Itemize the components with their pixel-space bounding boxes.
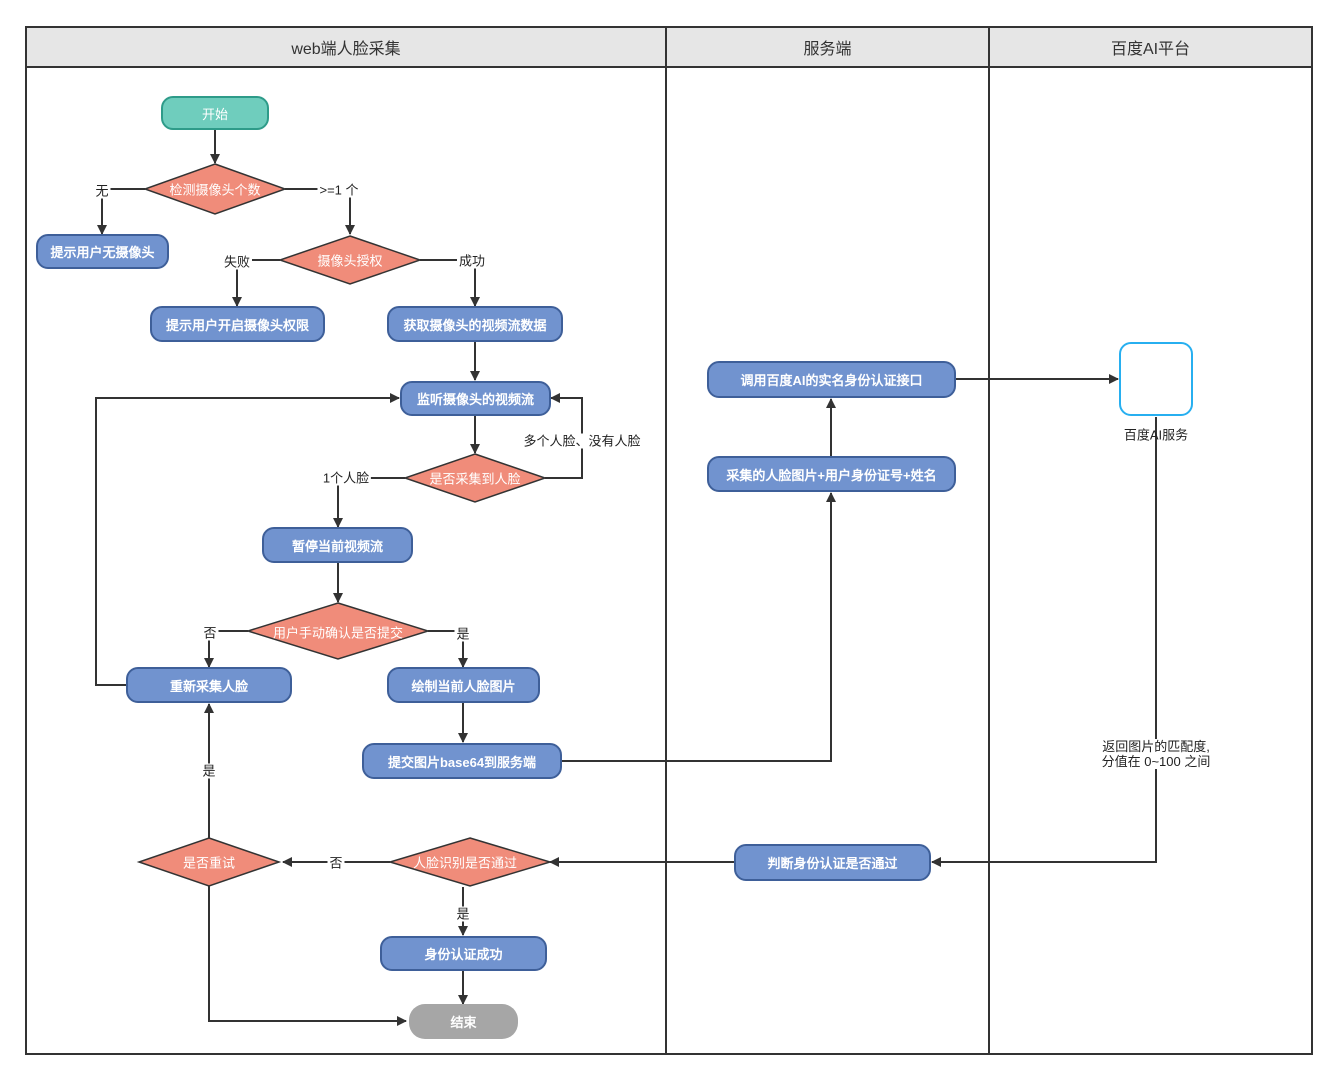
decision-face-pass <box>387 837 553 887</box>
edge-label-match-line1: 返回图片的匹配度, <box>1102 739 1210 754</box>
edge-label-match-line2: 分值在 0~100 之间 <box>1101 754 1211 769</box>
process-judge-pass: 判断身份认证是否通过 <box>734 844 931 881</box>
lane-header-web: web端人脸采集 <box>26 27 666 67</box>
edge-label-yes-submit: 是 <box>454 626 472 642</box>
decision-auth-camera <box>277 235 423 285</box>
process-no-camera: 提示用户无摄像头 <box>36 234 169 269</box>
process-recapture: 重新采集人脸 <box>126 667 292 703</box>
lane-title-web: web端人脸采集 <box>291 41 401 58</box>
lane-header-baidu: 百度AI平台 <box>989 27 1312 67</box>
process-auth-success: 身份认证成功 <box>380 936 547 971</box>
process-enable-permission: 提示用户开启摄像头权限 <box>150 306 325 342</box>
edge-label-no-submit: 否 <box>201 625 219 641</box>
decision-retry <box>136 837 282 887</box>
edge-label-none: 无 <box>93 183 111 199</box>
process-pause-stream: 暂停当前视频流 <box>262 527 413 563</box>
edge-label-match-score: 返回图片的匹配度, 分值在 0~100 之间 <box>1099 739 1213 769</box>
process-submit-base64: 提交图片base64到服务端 <box>362 743 562 779</box>
process-call-api: 调用百度AI的实名身份认证接口 <box>707 361 956 398</box>
edge-label-multi-or-none: 多个人脸、没有人脸 <box>521 433 643 449</box>
process-get-stream: 获取摄像头的视频流数据 <box>387 306 563 342</box>
decision-detect-camera <box>142 163 288 215</box>
baidu-ai-service-label: 百度AI服务 <box>1123 427 1189 443</box>
edge-submit-collect <box>562 492 836 762</box>
edge-label-no-pass: 否 <box>327 855 345 871</box>
decision-label-detect-camera: 检测摄像头个数 <box>169 182 261 198</box>
end-node: 结束 <box>409 1004 518 1039</box>
edge-label-one-face: 1个人脸 <box>320 470 372 486</box>
decision-label-auth-camera: 摄像头授权 <box>317 253 383 269</box>
decision-face-captured <box>402 453 548 503</box>
process-draw-image: 绘制当前人脸图片 <box>387 667 540 703</box>
lane-header-server: 服务端 <box>666 27 989 67</box>
edge-recapture-loop <box>95 393 400 686</box>
decision-label-face-captured: 是否采集到人脸 <box>429 471 521 487</box>
edge-label-success: 成功 <box>456 253 488 269</box>
process-listen-stream: 监听摄像头的视频流 <box>400 381 551 416</box>
baidu-ai-service-box <box>1119 342 1193 416</box>
edge-label-yes-retry: 是 <box>200 763 218 779</box>
start-node: 开始 <box>161 96 269 130</box>
lane-title-baidu: 百度AI平台 <box>1110 41 1191 58</box>
decision-user-confirm <box>245 602 431 660</box>
decision-label-retry: 是否重试 <box>182 855 236 871</box>
edge-label-yes-pass: 是 <box>454 906 472 922</box>
edges <box>95 130 1157 1026</box>
decision-label-face-pass: 人脸识别是否通过 <box>412 855 518 871</box>
decision-label-user-confirm: 用户手动确认是否提交 <box>272 625 404 641</box>
lane-frame <box>25 26 1313 1055</box>
edge-label-fail: 失败 <box>221 254 253 270</box>
process-collect-data: 采集的人脸图片+用户身份证号+姓名 <box>707 456 956 492</box>
edge-label-ge-one: >=1 个 <box>317 182 361 198</box>
decisions <box>136 163 553 887</box>
lane-title-server: 服务端 <box>803 41 852 58</box>
edge-retry-end <box>208 886 407 1026</box>
edge-baidu-judge <box>931 417 1157 867</box>
